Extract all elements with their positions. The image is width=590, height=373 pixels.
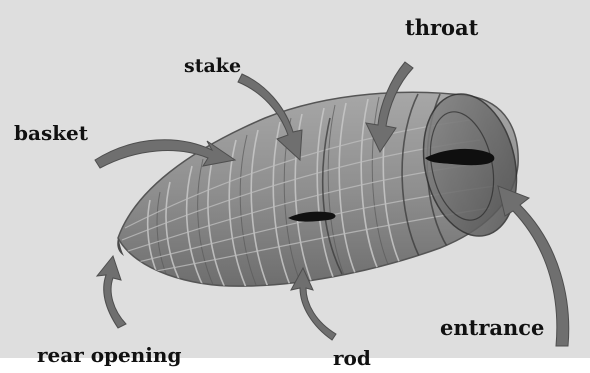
throat-label: throat xyxy=(405,17,478,38)
rod-label: rod xyxy=(333,348,371,368)
rear-opening-label: rear opening xyxy=(37,345,181,365)
stake-label: stake xyxy=(184,57,241,76)
entrance-label: entrance xyxy=(440,317,544,338)
basket-label: basket xyxy=(14,123,88,143)
